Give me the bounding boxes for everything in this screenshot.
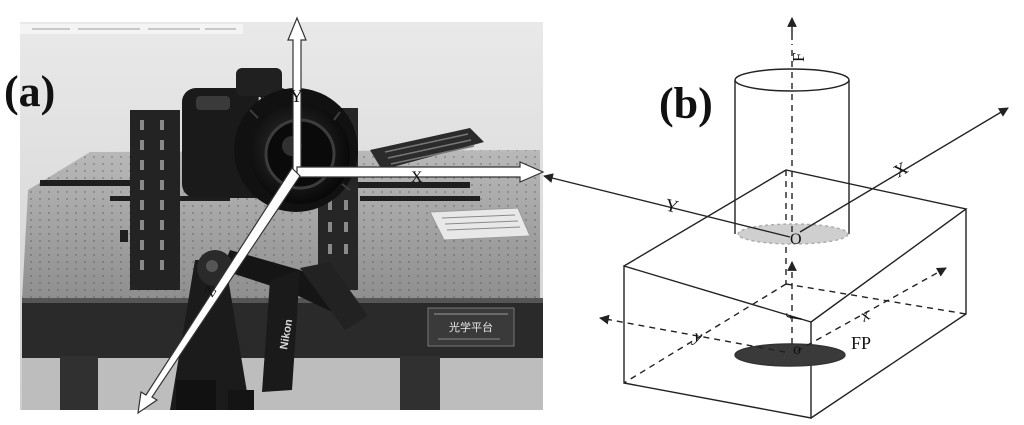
mount-bracket-left [130, 110, 180, 290]
label-FP: FP [851, 333, 871, 353]
axis-x-label: X [411, 169, 423, 186]
box-right-face [810, 209, 967, 419]
label-O: O [790, 231, 802, 248]
label-y: y [690, 325, 704, 347]
coordinate-axes-a [137, 16, 545, 415]
focal-plane-ellipse [734, 343, 846, 367]
box-top-edges [623, 169, 968, 323]
axis-y-arrow [287, 16, 307, 173]
paper-sheet [429, 207, 531, 241]
axis-y-lower [599, 314, 786, 353]
label-Y: Y [663, 194, 680, 217]
mount-bracket-left-holes [140, 120, 164, 270]
platform-sign-text: 光学平台 [449, 320, 493, 334]
table-leg-left [60, 356, 98, 410]
panel-a-label: (a) [4, 67, 56, 116]
cylinder [734, 68, 850, 245]
box-front-face [623, 265, 812, 419]
label-X: X [890, 158, 911, 182]
label-o: o [793, 341, 801, 358]
axis-Y [543, 173, 791, 238]
axis-x-arrow [296, 161, 545, 183]
axis-y-label: Y [290, 86, 303, 106]
tripod: Nikon [170, 250, 368, 410]
axis-z-arrow [137, 167, 301, 415]
label-F: F [789, 53, 808, 62]
strap-brand-text: Nikon [278, 318, 295, 350]
axis-X [799, 107, 1009, 233]
table-leg-right [400, 356, 440, 410]
label-x: x [856, 304, 873, 326]
panel-b-label: (b) [659, 79, 713, 128]
filter-holder-slots [384, 133, 475, 165]
axis-x-lower [796, 267, 947, 352]
cylinder-base-shadow [737, 223, 849, 245]
paper-sheet-lines [441, 214, 521, 231]
label-f: f [783, 313, 802, 320]
